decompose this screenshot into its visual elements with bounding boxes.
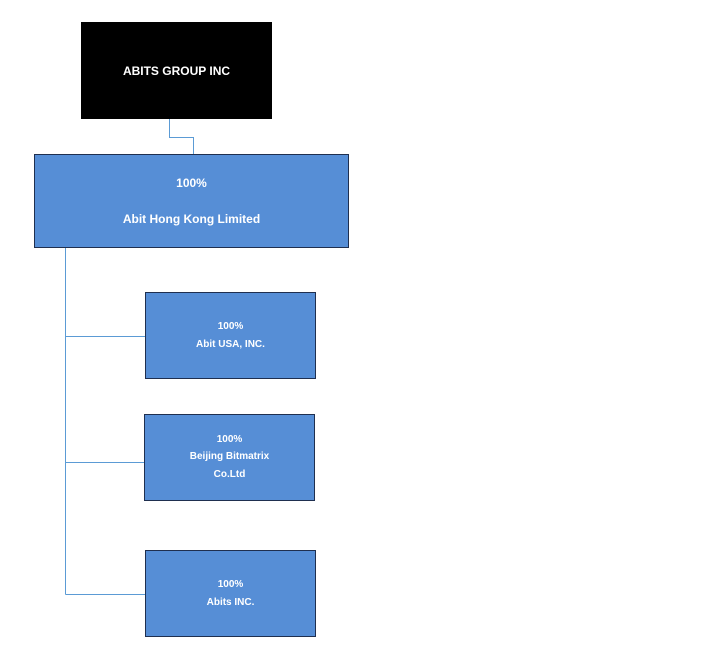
node-name-line1: Beijing Bitmatrix (189, 451, 270, 463)
node-name: Abits INC. (206, 596, 255, 608)
node-abit-hong-kong: 100% Abit Hong Kong Limited (34, 154, 349, 248)
ownership-percent: 100% (217, 579, 244, 590)
node-beijing-bitmatrix: 100% Beijing Bitmatrix Co.Ltd (144, 414, 315, 501)
ownership-percent: 100% (217, 321, 244, 332)
node-abits-group: ABITS GROUP INC (81, 22, 272, 119)
ownership-percent: 100% (176, 176, 207, 190)
node-name: Abit USA, INC. (196, 338, 265, 350)
node-name: Abit Hong Kong Limited (122, 212, 261, 226)
node-name-line2: Co.Ltd (213, 469, 246, 481)
connector-root-to-hk (169, 119, 194, 154)
node-name: ABITS GROUP INC (122, 63, 231, 78)
node-abit-usa: 100% Abit USA, INC. (145, 292, 316, 379)
ownership-percent: 100% (216, 433, 243, 445)
node-abits-inc: 100% Abits INC. (145, 550, 316, 637)
